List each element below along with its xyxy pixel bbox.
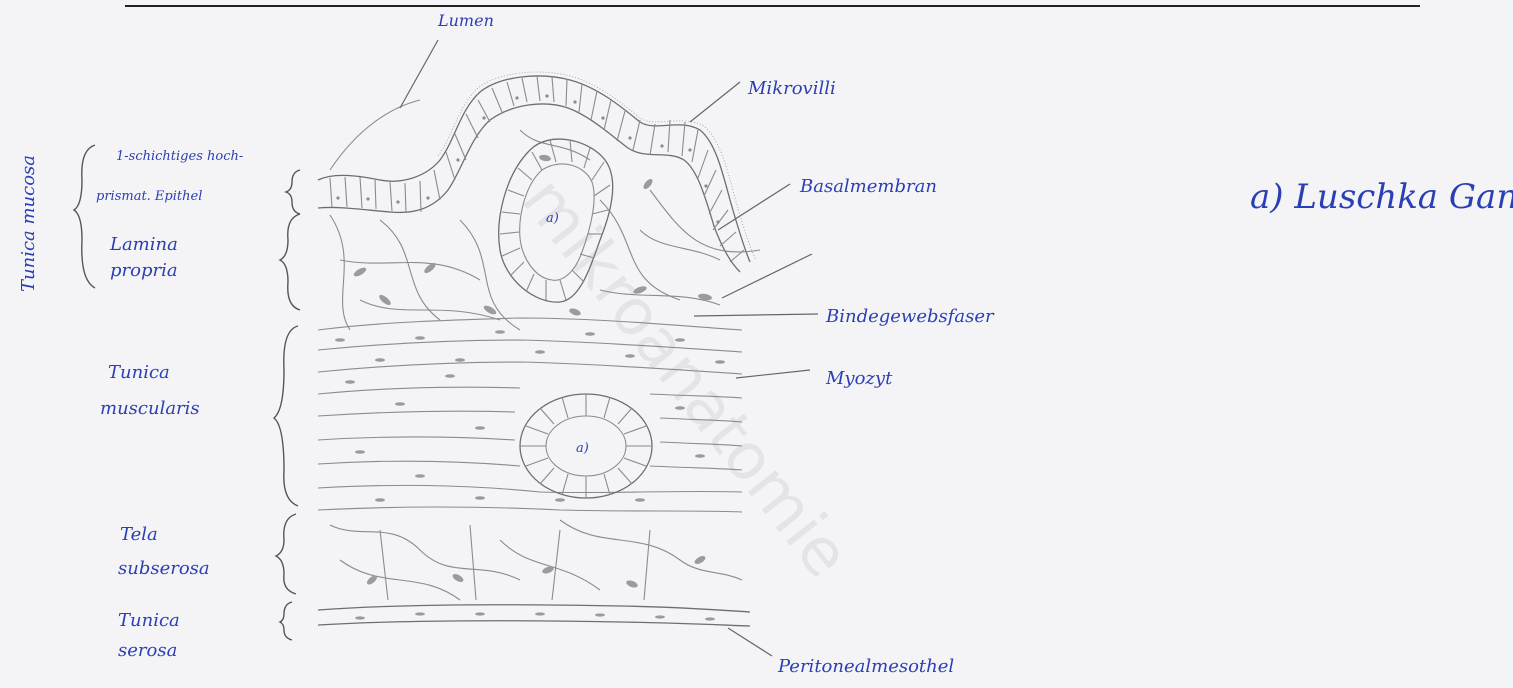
label-myozyt: Myozyt bbox=[825, 368, 893, 389]
label-lumen: Lumen bbox=[437, 11, 494, 30]
lumen-leader bbox=[400, 40, 438, 108]
muscularis-brace bbox=[274, 326, 298, 506]
label-basalmembran: Basalmembran bbox=[799, 176, 937, 197]
gland-label-upper: a) bbox=[546, 211, 559, 226]
label-serosa-line1: Tunica bbox=[118, 610, 180, 631]
bindegewebsfaser-leader bbox=[694, 314, 818, 316]
watermark: mikroanatomie bbox=[507, 164, 863, 591]
luschka-duct-lower: a) bbox=[520, 394, 652, 498]
tissue-section: a) bbox=[318, 72, 760, 626]
label-epithel-line1: 1-schichtiges hoch- bbox=[116, 149, 243, 164]
label-serosa-line2: serosa bbox=[118, 640, 177, 661]
mesothel-leader bbox=[728, 628, 772, 656]
myozyt-leader bbox=[736, 370, 810, 378]
lamina-brace bbox=[280, 214, 300, 310]
label-bindegewebsfaser: Bindegewebsfaser bbox=[825, 306, 995, 327]
label-luschka-gang: a) Luschka Gang bbox=[1250, 177, 1513, 217]
label-subserosa-line1: Tela bbox=[120, 524, 158, 545]
basalmembran-leader bbox=[718, 184, 790, 230]
serosa-layer bbox=[318, 605, 750, 626]
label-epithel-line2: prismat. Epithel bbox=[96, 189, 202, 204]
label-mikrovilli: Mikrovilli bbox=[747, 78, 836, 99]
annotations: Lumen Mikrovilli Basalmembran Bindegeweb… bbox=[18, 11, 1513, 677]
label-muscularis-line1: Tunica bbox=[108, 362, 170, 383]
label-muscularis-line2: muscularis bbox=[100, 398, 200, 419]
subserosa-fibers bbox=[330, 520, 742, 600]
label-subserosa-line2: subserosa bbox=[118, 558, 210, 579]
label-lamina-line1: Lamina bbox=[109, 234, 178, 255]
label-peritonealmesothel: Peritonealmesothel bbox=[777, 656, 954, 677]
mucosa-brace bbox=[74, 145, 95, 288]
epithel-brace bbox=[286, 170, 300, 214]
subserosa-brace bbox=[276, 514, 296, 594]
mikrovilli-leader bbox=[690, 82, 740, 122]
label-tunica-mucosa: Tunica mucosa bbox=[18, 155, 39, 292]
fibroblast-leader bbox=[722, 254, 812, 298]
subserosa-nuclei bbox=[365, 554, 706, 588]
serosa-brace bbox=[280, 602, 292, 640]
label-lamina-line2: propria bbox=[110, 260, 178, 281]
gland-label-lower: a) bbox=[576, 441, 589, 456]
